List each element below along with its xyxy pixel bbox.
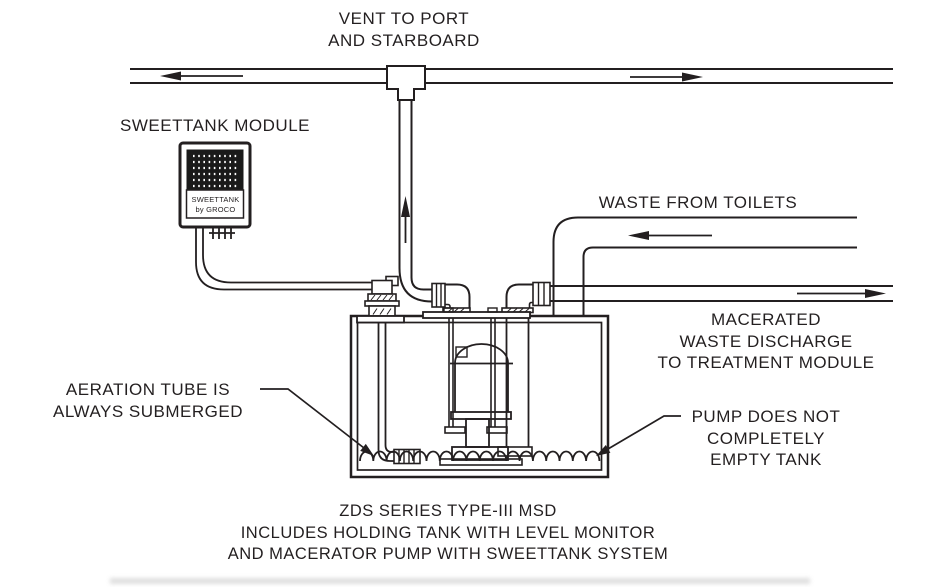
discharge-standpipe [497, 317, 533, 457]
vent-label: VENT TO PORT AND STARBOARD [328, 8, 480, 51]
aeration-fitting [356, 275, 405, 324]
aeration-leader-line [260, 388, 374, 456]
waste-from-toilets-label: WASTE FROM TOILETS [598, 193, 798, 212]
water-line [359, 450, 601, 462]
vent-pipe [130, 65, 893, 101]
flow-arrow-left-icon [628, 231, 712, 240]
pump-mounting-plate [422, 311, 531, 319]
vent-hose-coupling [431, 282, 446, 308]
sweettank-module [178, 141, 252, 239]
discharge-pipe [501, 281, 893, 318]
flow-arrow-left-icon [160, 71, 243, 81]
flow-arrow-up-icon [401, 196, 410, 243]
module-connector-pins [209, 227, 235, 239]
module-nameplate-text: SWEETTANK by GROCO [191, 195, 240, 214]
diagram-caption: ZDS SERIES TYPE-III MSD INCLUDES HOLDING… [227, 502, 669, 563]
scan-artifact-strip [110, 578, 810, 584]
module-label: SWEETTANK MODULE [120, 116, 310, 135]
flow-arrow-right-icon [797, 289, 886, 298]
discharge-hose-coupling [532, 281, 551, 307]
vent-label-line2: AND STARBOARD [328, 30, 480, 50]
module-nameplate [185, 189, 245, 219]
aeration-tube-label: AERATION TUBE IS ALWAYS SUBMERGED [53, 380, 243, 421]
flow-arrow-right-icon [630, 72, 703, 82]
macerated-discharge-label: MACERATED WASTE DISCHARGE TO TREATMENT M… [657, 310, 875, 372]
pump-note-label: PUMP DOES NOT COMPLETELY EMPTY TANK [691, 407, 841, 469]
module-tube [195, 227, 372, 291]
pump-leader-line [596, 415, 681, 456]
waste-inlet-pipe [552, 216, 857, 315]
pump-assembly [422, 307, 531, 466]
vent-label-line1: VENT TO PORT [338, 9, 470, 28]
aeration-tube [377, 322, 421, 465]
vent-tee-fitting [386, 65, 426, 101]
vent-riser-pipe [398, 100, 471, 318]
